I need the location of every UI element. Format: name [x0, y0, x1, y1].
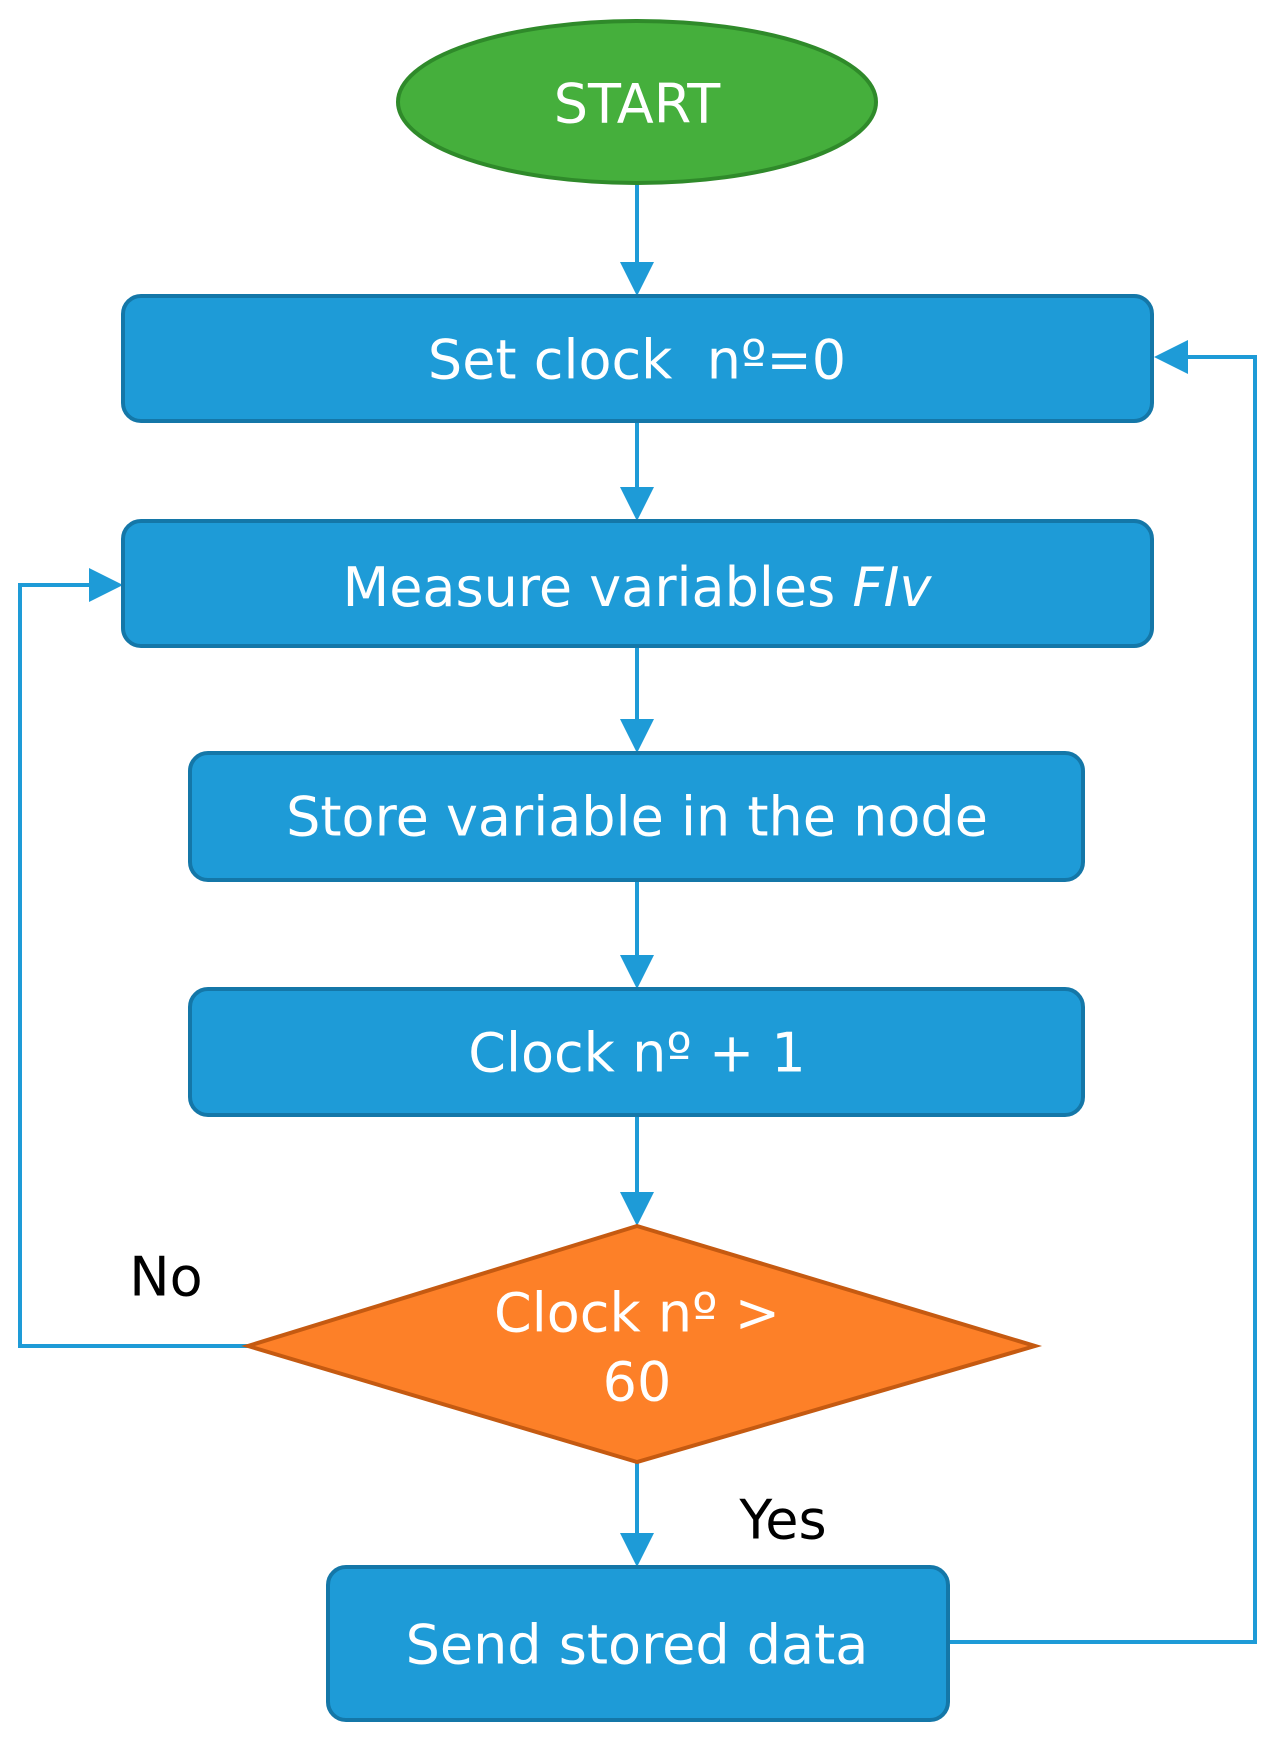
arrow-down-icon — [620, 1192, 654, 1226]
decision-diamond — [241, 1223, 1043, 1465]
set-clock-box — [121, 294, 1154, 423]
set-clock-node: Set clock nº=0 — [121, 294, 1154, 423]
decision-label-line1: Clock nº > — [494, 1282, 780, 1345]
send-box — [326, 1565, 950, 1722]
measure-label-italic: FIv — [852, 556, 932, 619]
connector-no-loop — [18, 583, 248, 1348]
start-ellipse — [396, 19, 878, 185]
set-clock-label: Set clock nº=0 — [428, 329, 846, 392]
decision-label-line2: 60 — [603, 1351, 672, 1414]
measure-node: Measure variables FIv — [121, 519, 1154, 648]
arrow-down-icon — [620, 262, 654, 296]
arrow-down-icon — [620, 955, 654, 989]
arrow-left-icon — [1154, 340, 1188, 374]
store-node: Store variable in the node — [188, 751, 1085, 882]
decision-node: Clock nº > 60 — [241, 1223, 1043, 1465]
arrow-down-icon — [620, 1533, 654, 1567]
measure-box — [121, 519, 1154, 648]
increment-node: Clock nº + 1 — [188, 987, 1085, 1117]
connector-send-loop — [948, 355, 1257, 1644]
measure-label-prefix: Measure variables — [343, 556, 853, 619]
store-label: Store variable in the node — [286, 786, 988, 849]
edge-label-yes: Yes — [738, 1489, 826, 1552]
edge-label-no: No — [129, 1246, 202, 1309]
connectors — [18, 184, 1257, 1644]
send-label: Send stored data — [406, 1614, 869, 1677]
arrow-right-icon — [89, 568, 123, 602]
arrow-down-icon — [620, 719, 654, 753]
arrow-down-icon — [620, 487, 654, 521]
send-node: Send stored data — [326, 1565, 950, 1722]
start-node: START — [396, 19, 878, 185]
increment-box — [188, 987, 1085, 1117]
start-label: START — [554, 73, 722, 136]
store-box — [188, 751, 1085, 882]
measure-label: Measure variables FIv — [343, 556, 933, 619]
increment-label: Clock nº + 1 — [468, 1022, 805, 1085]
